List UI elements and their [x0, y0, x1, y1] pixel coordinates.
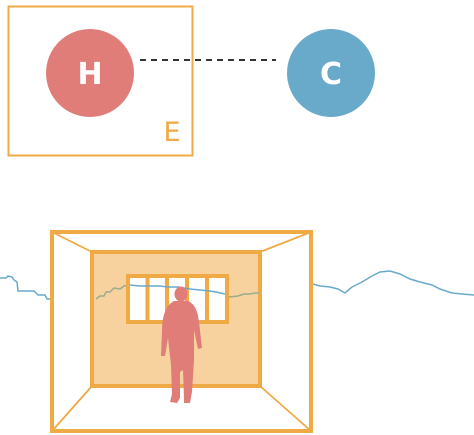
environment-box-label: E: [163, 117, 180, 148]
signal-line-left: [0, 275, 50, 300]
node-c-label: C: [320, 57, 342, 92]
node-c: C: [287, 29, 375, 117]
node-h: H: [46, 29, 134, 117]
signal-line-right: [312, 270, 474, 296]
node-h-label: H: [77, 57, 102, 92]
environment-box: [7, 5, 194, 157]
node-c-circle: [287, 29, 375, 117]
person-silhouette: [161, 286, 202, 403]
node-h-circle: [46, 29, 134, 117]
room-perspective-lines: [51, 231, 312, 432]
signal-line-window: [129, 284, 226, 295]
